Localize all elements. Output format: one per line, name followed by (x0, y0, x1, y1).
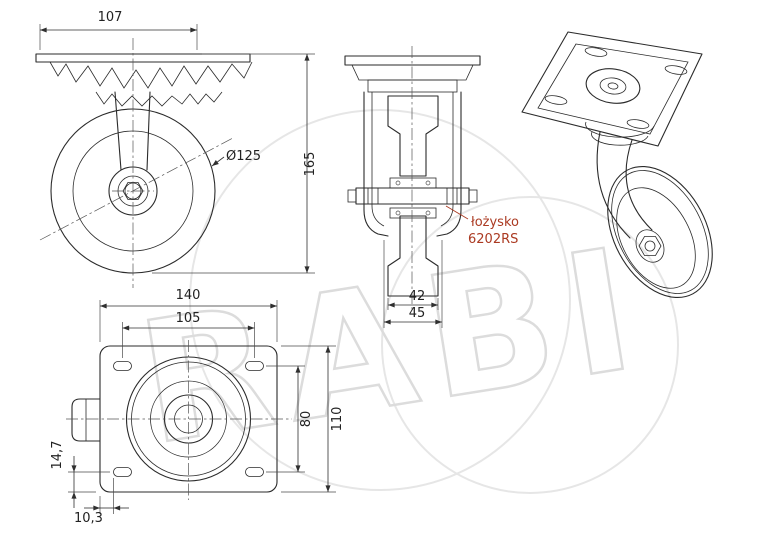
front-view: 42 45 łożysko 6202RS (344, 46, 519, 328)
top-view: 140 105 110 80 14, (50, 288, 345, 526)
watermark-circle-right (381, 196, 679, 494)
front-dim-fork-width: 45 (383, 240, 443, 328)
persp-hub-nut (638, 236, 662, 256)
side-swivel-housing (49, 61, 253, 107)
top-dim-edge-offset-y: 14,7 (50, 441, 110, 508)
front-mounting-plate (344, 55, 481, 66)
front-bearing-lower (389, 207, 437, 219)
dim-label-d125: Ø125 (226, 149, 261, 164)
top-centerlines (66, 340, 292, 500)
persp-wheel (607, 165, 713, 299)
bearing-note-leader (445, 205, 469, 220)
top-dim-hole-spacing-x: 105 (122, 311, 255, 358)
dim-label-105: 105 (176, 311, 201, 326)
front-bolt-right (468, 189, 478, 203)
persp-plate-slots (544, 47, 688, 129)
watermark-circle-left (189, 109, 571, 491)
dim-label-140: 140 (176, 288, 201, 303)
dim-label-80: 80 (299, 411, 314, 428)
dim-label-110: 110 (330, 407, 345, 432)
side-dim-wheel-diameter: Ø125 (211, 149, 261, 167)
dim-label-14-7: 14,7 (50, 441, 65, 470)
front-bearing-note: łożysko 6202RS (445, 205, 519, 247)
dim-label-10-3: 10,3 (74, 511, 103, 526)
side-dim-plate-width: 107 (39, 10, 198, 50)
dim-label-42: 42 (409, 289, 426, 304)
top-plate-slots (113, 361, 264, 477)
top-dim-plate-depth: 110 (281, 345, 345, 493)
persp-plate-outer (521, 31, 703, 147)
watermark-logo: RABI (126, 109, 679, 494)
persp-swivel-races (585, 121, 655, 146)
perspective-view (521, 31, 713, 299)
front-bearing-upper (389, 177, 437, 189)
dim-label-45: 45 (409, 306, 426, 321)
front-fork (363, 91, 462, 237)
persp-kingpin (585, 68, 641, 104)
top-wheel-boss (71, 398, 101, 442)
front-swivel-bell (351, 64, 474, 81)
side-view: 107 165 Ø125 (35, 10, 318, 288)
side-dim-overall-height: 165 (152, 53, 318, 274)
top-dim-edge-offset-x: 10,3 (74, 478, 129, 526)
front-bolt-left (347, 189, 357, 203)
top-dim-plate-width: 140 (99, 288, 278, 342)
front-wheel-section (387, 95, 439, 297)
front-dim-wheel-width: 42 (387, 289, 439, 310)
dim-label-165: 165 (303, 152, 318, 177)
bearing-note-line1: łożysko (471, 215, 519, 230)
persp-plate-inner (537, 43, 689, 135)
side-fork-leg (114, 91, 151, 171)
bearing-note-line2: 6202RS (468, 232, 518, 247)
top-dim-hole-spacing-y: 80 (266, 365, 314, 473)
front-axle (347, 180, 478, 216)
dim-label-107: 107 (98, 10, 123, 25)
side-mounting-plate (35, 53, 251, 63)
side-centerlines (39, 38, 234, 288)
front-swivel-housing (367, 79, 458, 93)
persp-fork-leg (596, 131, 653, 239)
